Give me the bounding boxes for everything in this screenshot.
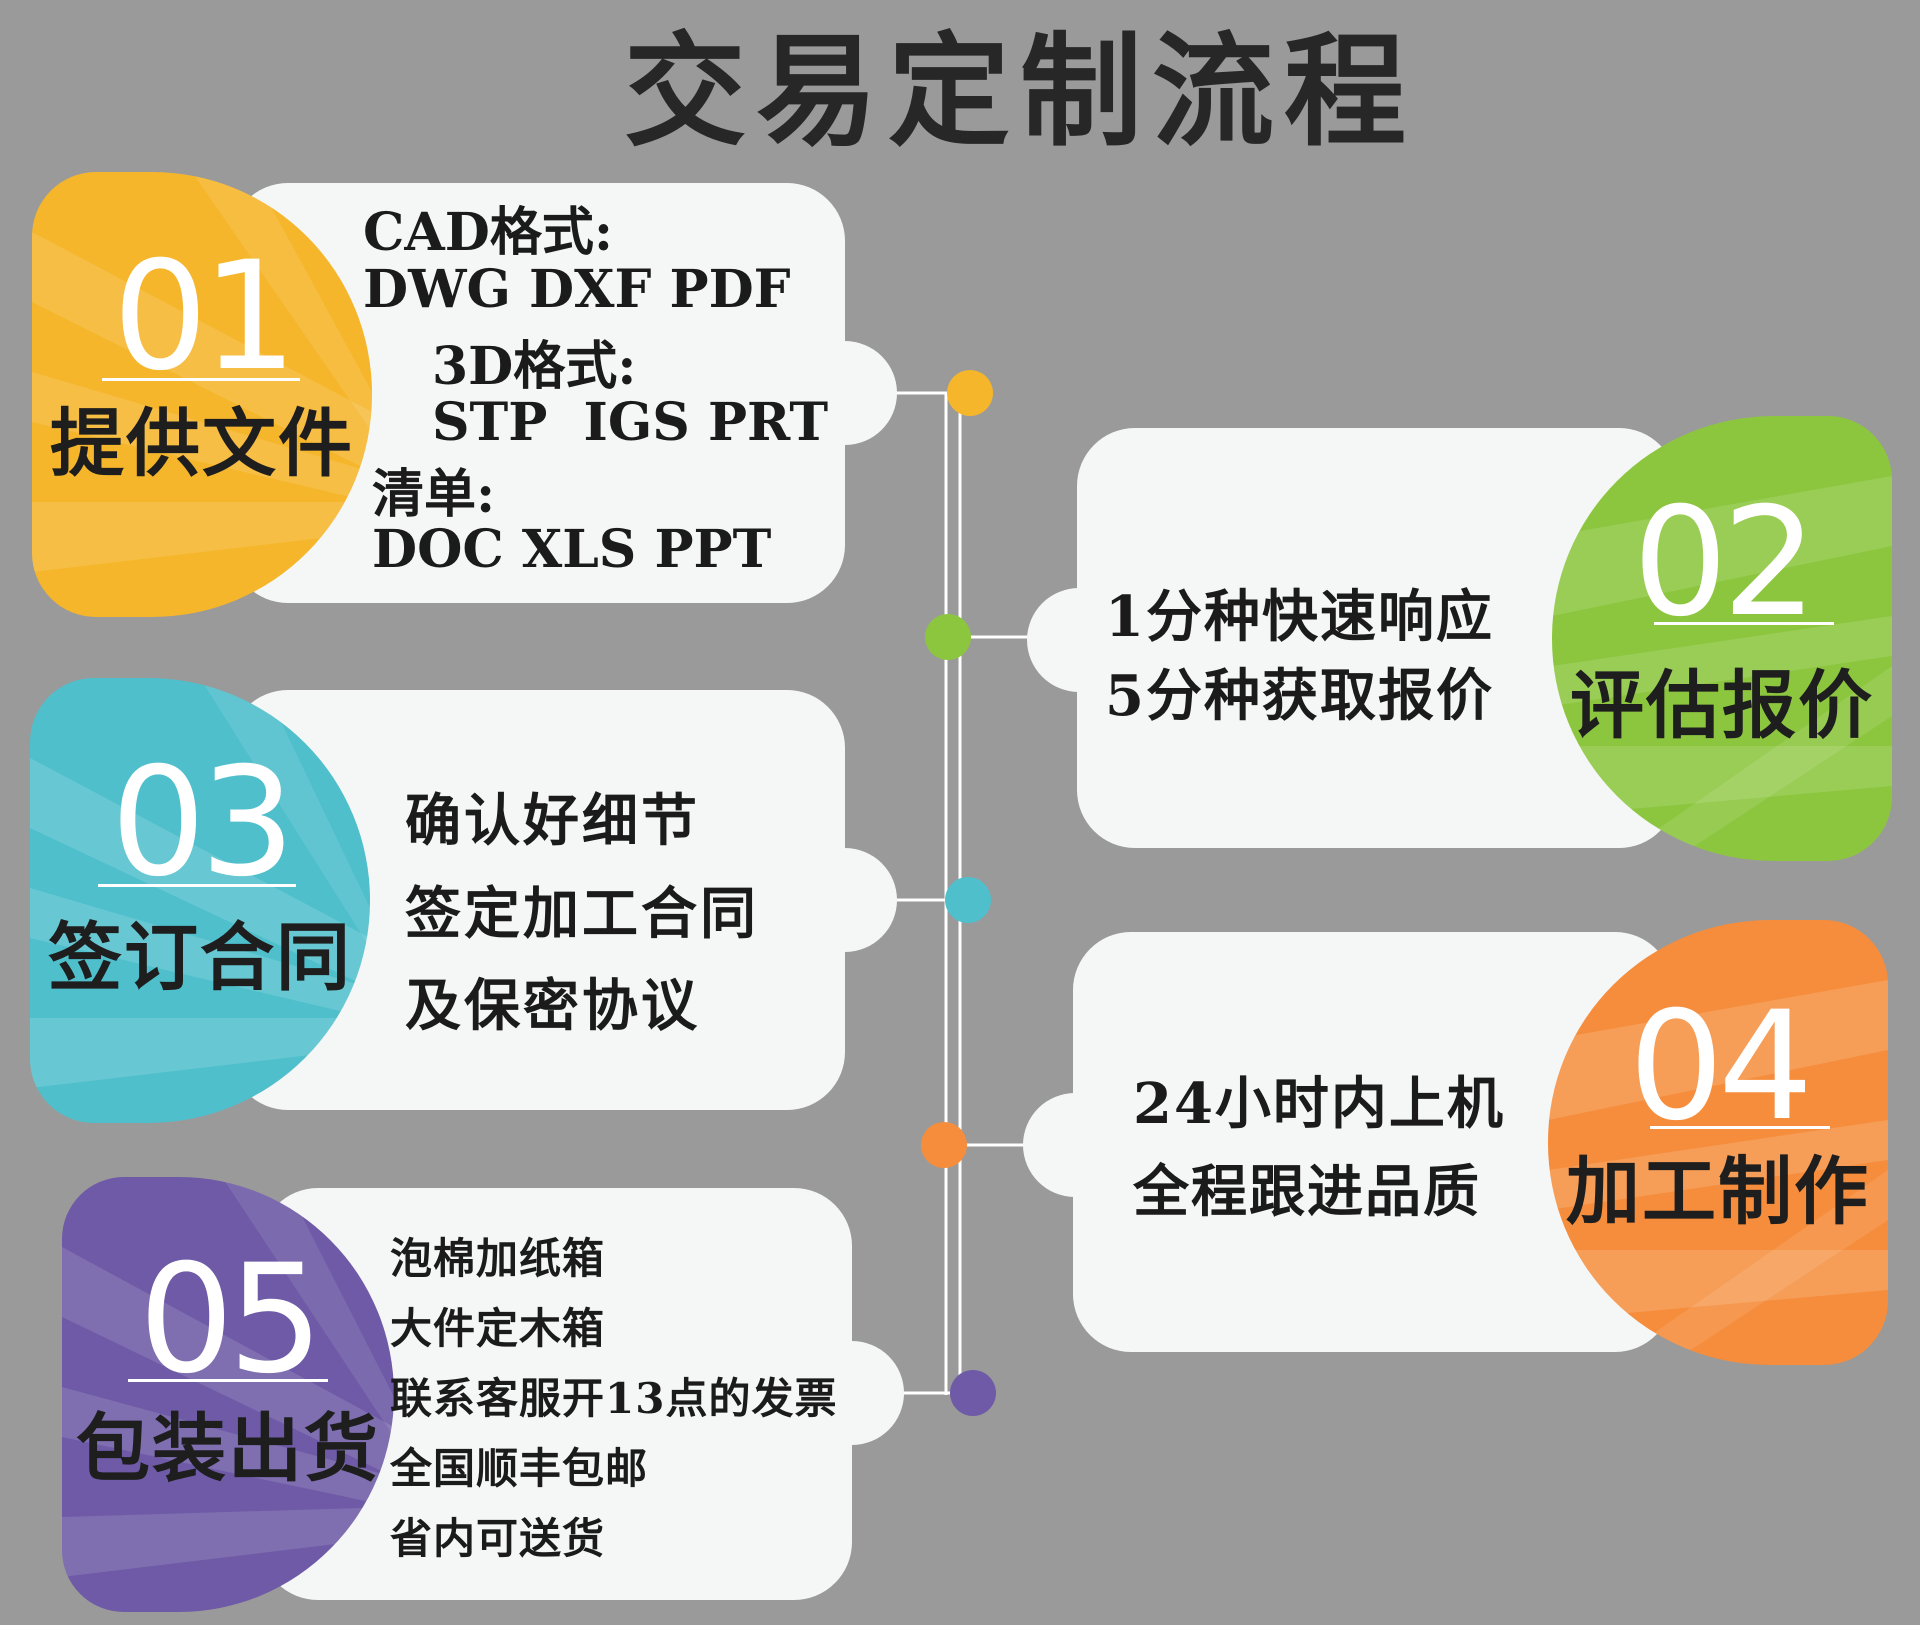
step-5-line-3: 联系客服开13点的发票 bbox=[390, 1374, 838, 1423]
step-5-line-1: 泡棉加纸箱 bbox=[390, 1234, 606, 1283]
step-2-badge: 02 评估报价 bbox=[1552, 416, 1892, 861]
step-4-card-tab bbox=[1023, 1093, 1127, 1197]
step-1-line-1: CAD格式: bbox=[363, 202, 614, 263]
step-4-label: 加工制作 bbox=[1566, 1149, 1870, 1235]
step-1-line-6: DOC XLS PPT bbox=[372, 519, 772, 580]
step-3-number: 03 bbox=[110, 736, 296, 910]
step-5-line-2: 大件定木箱 bbox=[390, 1304, 606, 1353]
step-1-badge-rays bbox=[32, 172, 372, 572]
step-3-line-2: 签定加工合同 bbox=[405, 882, 759, 947]
step-2-underline bbox=[1654, 622, 1834, 625]
step-1-underline bbox=[102, 378, 300, 381]
step-5-node bbox=[950, 1370, 996, 1416]
step-4-line-2: 全程跟进品质 bbox=[1133, 1159, 1481, 1225]
step-2-badge-rays bbox=[1552, 476, 1892, 861]
step-4-badge: 04 加工制作 bbox=[1548, 920, 1888, 1365]
step-5-badge-rays bbox=[62, 1177, 394, 1577]
step-2-line-1: 1分种快速响应 bbox=[1105, 584, 1494, 650]
step-5-line-4: 全国顺丰包邮 bbox=[390, 1444, 649, 1493]
step-4-underline bbox=[1650, 1126, 1830, 1129]
step-3-label: 签订合同 bbox=[48, 915, 352, 1001]
step-4-line-1: 24小时内上机 bbox=[1133, 1071, 1505, 1137]
step-3-line-3: 及保密协议 bbox=[405, 974, 700, 1039]
step-4-number: 04 bbox=[1628, 980, 1814, 1154]
step-1-node bbox=[947, 370, 993, 416]
step-3-card-tab bbox=[793, 848, 897, 952]
step-2-line-2: 5分种获取报价 bbox=[1105, 663, 1494, 729]
step-3-badge-rays bbox=[30, 678, 370, 1088]
step-2-label: 评估报价 bbox=[1570, 663, 1874, 749]
step-4-badge-rays bbox=[1548, 980, 1888, 1365]
step-5-label: 包装出货 bbox=[76, 1406, 380, 1492]
step-5-line-5: 省内可送货 bbox=[390, 1514, 606, 1563]
step-5-number: 05 bbox=[138, 1233, 324, 1407]
step-1-number: 01 bbox=[112, 230, 298, 404]
step-1-line-4: STP IGS PRT bbox=[432, 392, 829, 453]
step-1-line-5: 清单: bbox=[372, 464, 496, 525]
step-4-node bbox=[921, 1122, 967, 1168]
step-2-card-tab bbox=[1027, 588, 1131, 692]
step-3-node bbox=[945, 877, 991, 923]
step-1-line-3: 3D格式: bbox=[432, 336, 637, 397]
step-1-label: 提供文件 bbox=[50, 401, 354, 487]
step-2-node bbox=[925, 614, 971, 660]
step-2-number: 02 bbox=[1632, 476, 1818, 650]
page-title: 交易定制流程 bbox=[624, 21, 1416, 163]
step-1-card-tab bbox=[793, 341, 897, 445]
step-1-line-2: DWG DXF PDF bbox=[363, 259, 791, 320]
step-5-card-tab bbox=[800, 1341, 904, 1445]
step-1-badge: 01 提供文件 bbox=[32, 172, 372, 617]
step-3-line-1: 确认好细节 bbox=[405, 789, 700, 854]
step-5-underline bbox=[128, 1379, 328, 1382]
step-3-underline bbox=[98, 884, 296, 887]
step-3-badge: 03 签订合同 bbox=[30, 678, 370, 1123]
step-5-badge: 05 包装出货 bbox=[62, 1177, 394, 1612]
